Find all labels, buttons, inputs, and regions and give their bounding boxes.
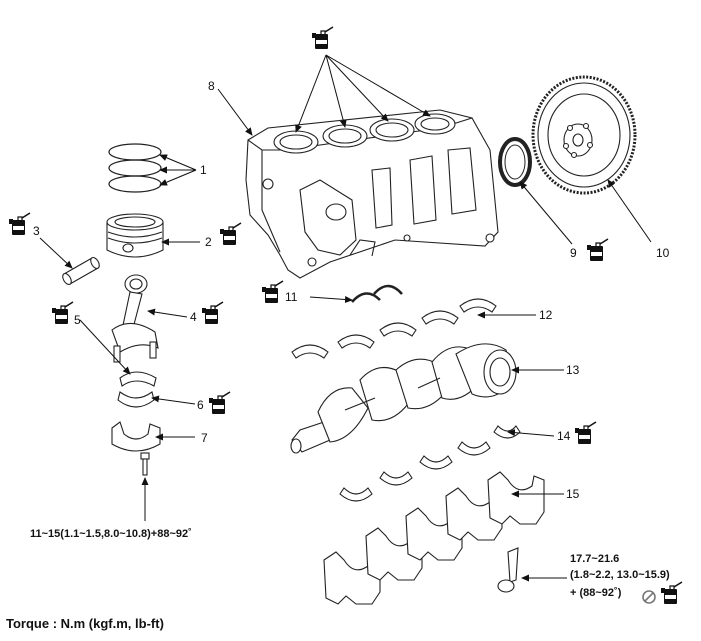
leader-lines [39, 54, 652, 582]
callout-14: 14 [557, 429, 571, 443]
torque-spec-main-bolt: 17.7~21.6 (1.8~2.2, 13.0~15.9) + (88~92˚… [570, 553, 670, 599]
piston-pin [62, 256, 100, 286]
oil-can-icon: OIL [219, 222, 242, 246]
oil-can-icon: OIL [208, 391, 231, 415]
torque-spec-conrod-bolt: 11~15(1.1~1.5,8.0~10.8)+88~92˚ [30, 528, 192, 540]
oil-can-icon: OIL [311, 26, 334, 50]
piston [106, 213, 164, 258]
svg-text:OIL: OIL [214, 405, 222, 410]
svg-text:OIL: OIL [317, 40, 325, 45]
flywheel [531, 75, 637, 195]
callout-4: 4 [190, 310, 197, 324]
callout-11: 11 [285, 290, 298, 304]
callout-2: 2 [205, 235, 212, 249]
svg-text:OIL: OIL [666, 595, 674, 600]
callout-10: 10 [656, 246, 670, 260]
cylinder-block [245, 109, 499, 279]
conrod-bearings [111, 371, 161, 452]
upper-main-bearings [291, 298, 497, 359]
oil-can-icon: OIL [660, 581, 683, 605]
torque-main-line-1: 17.7~21.6 [570, 553, 619, 565]
callout-12: 12 [539, 308, 553, 322]
torque-units-note: Torque : N.m (kgf.m, lb-ft) [6, 616, 164, 631]
oil-can-icon: OIL [51, 301, 74, 325]
crankshaft [290, 343, 517, 454]
svg-text:OIL: OIL [207, 315, 215, 320]
callout-13: 13 [566, 363, 580, 377]
callout-numbers: 1 2 3 4 5 6 7 8 9 10 11 12 13 14 15 [33, 79, 670, 501]
oil-can-icon: OIL [8, 212, 31, 236]
lower-main-bearings [339, 425, 521, 502]
callout-15: 15 [566, 487, 580, 501]
no-oil-icon [642, 590, 656, 604]
callout-6: 6 [197, 398, 204, 412]
svg-text:OIL: OIL [267, 294, 275, 299]
callout-1: 1 [200, 163, 207, 177]
connecting-rod [111, 274, 159, 363]
rear-oil-seal [498, 137, 532, 187]
oil-can-icon: OIL [201, 301, 224, 325]
oil-can-icon: OIL [261, 280, 284, 304]
oil-can-icon: OIL [574, 421, 597, 445]
callout-7: 7 [201, 431, 208, 445]
torque-main-line-2: (1.8~2.2, 13.0~15.9) [570, 569, 670, 581]
svg-text:OIL: OIL [57, 315, 65, 320]
thrust-bearings [351, 284, 403, 303]
main-cap-bolt [497, 547, 519, 593]
conrod-cap-bolt [140, 452, 150, 476]
svg-text:OIL: OIL [580, 435, 588, 440]
svg-text:OIL: OIL [592, 252, 600, 257]
oil-can-icon: OIL [586, 238, 609, 262]
callout-3: 3 [33, 224, 40, 238]
callout-9: 9 [570, 246, 577, 260]
svg-text:OIL: OIL [225, 236, 233, 241]
main-bearing-caps [323, 471, 545, 605]
callout-5: 5 [74, 313, 81, 327]
svg-text:OIL: OIL [14, 226, 22, 231]
callout-8: 8 [208, 79, 215, 93]
torque-main-line-3: + (88~92˚) [570, 587, 622, 599]
piston-rings [108, 143, 162, 193]
